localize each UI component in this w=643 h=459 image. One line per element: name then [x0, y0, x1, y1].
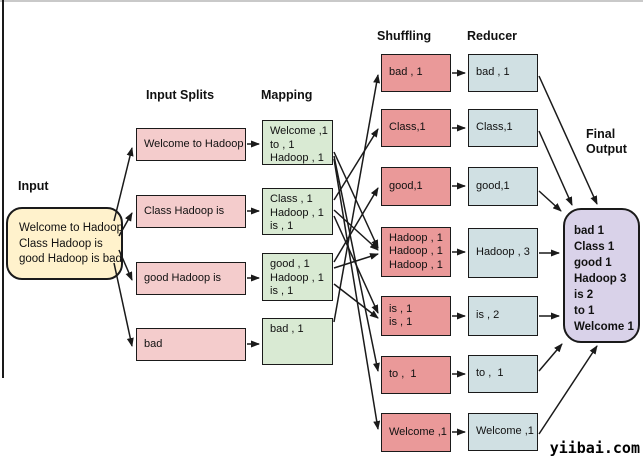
reducer-label: Reducer	[467, 29, 518, 43]
mapping-label: Mapping	[261, 88, 313, 102]
watermark: yiibai.com	[549, 439, 640, 457]
split-box-bad: bad	[136, 328, 246, 361]
shuffle-box-good: good,1	[381, 167, 451, 206]
split-box-good-hadoop-is: good Hadoop is	[136, 262, 246, 295]
reduce-box-welcome: Welcome ,1	[468, 413, 538, 451]
shuffle-box-class: Class,1	[381, 109, 451, 147]
left-border-line	[2, 0, 4, 378]
reduce-box-bad: bad , 1	[468, 54, 538, 92]
reduce-box-is: is , 2	[468, 296, 538, 336]
input-splits-label: Input Splits	[146, 88, 215, 102]
map-box-4: bad , 1	[262, 318, 333, 365]
split-box-welcome-to-hadoop: Welcome to Hadoop	[136, 128, 246, 161]
input-label: Input	[18, 179, 49, 193]
split-box-class-hadoop-is: Class Hadoop is	[136, 195, 246, 228]
shuffling-label: Shuffling	[377, 29, 432, 43]
shuffle-box-welcome: Welcome ,1	[381, 413, 451, 452]
top-border-line	[0, 0, 643, 2]
reduce-box-hadoop: Hadoop , 3	[468, 228, 538, 278]
reduce-box-to: to , 1	[468, 355, 538, 393]
shuffle-box-to: to , 1	[381, 356, 451, 394]
shuffle-box-bad: bad , 1	[381, 54, 451, 92]
reduce-box-class: Class,1	[468, 109, 538, 147]
reduce-box-good: good,1	[468, 167, 538, 206]
